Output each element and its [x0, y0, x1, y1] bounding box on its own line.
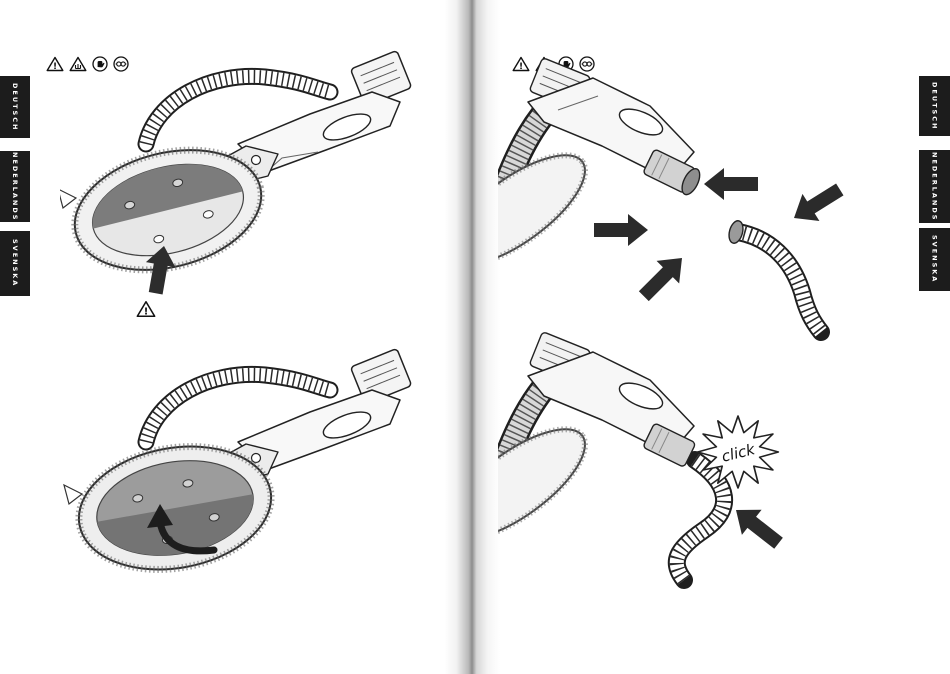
wear-gloves-icon — [92, 56, 108, 72]
exclamation: ! — [53, 62, 57, 72]
handle-opening — [322, 411, 372, 439]
illustration-pad-press — [60, 50, 412, 295]
alignment-arrows — [594, 168, 848, 308]
arrow-right — [594, 214, 648, 246]
tab-nederlands-right: NEDERLANDS — [919, 150, 950, 223]
tab-label: DEUTSCH — [11, 82, 19, 132]
tab-svenska-right: SVENSKA — [919, 228, 950, 291]
exclamation: ! — [144, 307, 149, 318]
exclamation: ! — [519, 62, 523, 72]
tab-label: NEDERLANDS — [930, 151, 939, 222]
book-spine — [444, 0, 500, 674]
tab-label: SVENSKA — [11, 239, 19, 288]
handle-opening — [618, 108, 664, 136]
handle-opening — [322, 113, 372, 141]
tab-deutsch-right: DEUTSCH — [919, 76, 950, 136]
sander-body — [237, 348, 412, 471]
arrow-down-left — [785, 175, 848, 232]
hose-port — [643, 423, 696, 467]
wear-goggles-icon — [113, 56, 129, 72]
illustration-pad-rotate — [63, 348, 412, 573]
edge-clip — [60, 189, 78, 210]
tab-svenska-left: SVENSKA — [0, 231, 30, 296]
tab-label: SVENSKA — [930, 235, 939, 284]
rear-cap — [350, 50, 412, 106]
sanding-disc-edge — [498, 152, 588, 268]
hose-port — [643, 149, 701, 196]
handle-opening — [618, 382, 664, 410]
edge-clip — [63, 483, 84, 506]
press-arrow — [145, 246, 176, 295]
push-arrow — [726, 497, 789, 556]
vacuum-hose-connected — [677, 460, 724, 580]
rotate-arrow — [147, 504, 218, 555]
illustration-hose-align — [498, 58, 848, 343]
wear-goggles-icon — [579, 56, 595, 72]
tab-deutsch-left: DEUTSCH — [0, 76, 30, 138]
caution-triangle: ! — [136, 301, 156, 318]
crush-hazard-icon — [69, 56, 87, 72]
sanding-disc — [75, 443, 275, 573]
illustration-hose-click: click — [498, 332, 789, 594]
sander-body — [237, 50, 412, 173]
rear-cap — [350, 348, 412, 404]
safety-icons-left: ! — [46, 56, 129, 72]
tab-nederlands-left: NEDERLANDS — [0, 151, 30, 222]
warning-triangle-icon: ! — [512, 56, 530, 72]
warning-triangle-icon: ! — [46, 56, 64, 72]
tab-label: DEUTSCH — [930, 81, 939, 131]
arrow-up-right — [632, 246, 694, 308]
sanding-disc — [71, 146, 265, 274]
tab-label: NEDERLANDS — [11, 151, 19, 222]
sanding-disc-edge — [498, 426, 588, 542]
click-starburst: click — [696, 415, 780, 489]
vacuum-hose-detached — [728, 220, 821, 332]
arrow-left — [704, 168, 758, 200]
hose-opening — [728, 220, 744, 244]
